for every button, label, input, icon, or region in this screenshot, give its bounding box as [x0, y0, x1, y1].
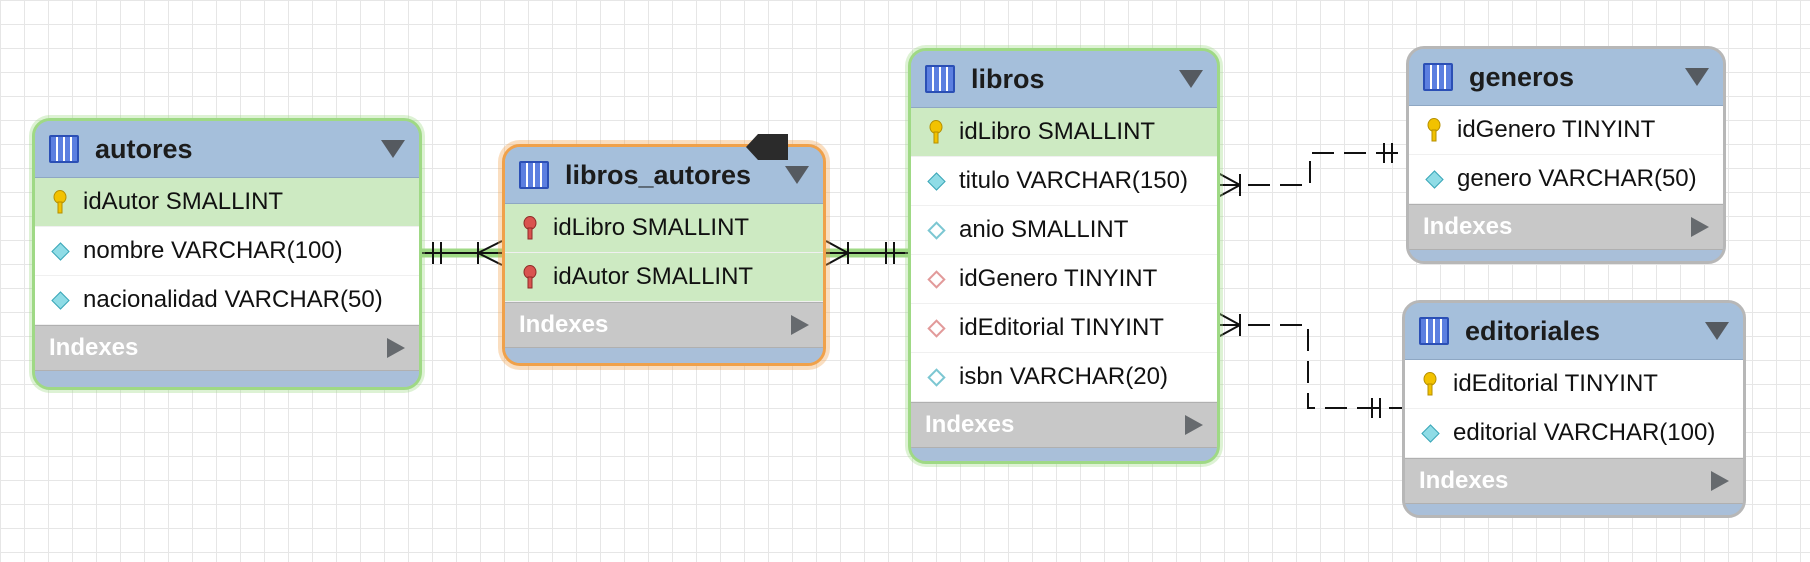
- not-null-diamond-icon: [49, 240, 71, 262]
- rel-editoriales-libros[interactable]: [1216, 312, 1404, 418]
- collapse-arrow-icon[interactable]: [1179, 70, 1203, 88]
- column-row[interactable]: idEditorial TINYINT: [911, 304, 1217, 353]
- column-row[interactable]: editorial VARCHAR(100): [1405, 409, 1743, 458]
- column-label: isbn VARCHAR(20): [959, 363, 1168, 390]
- column-row[interactable]: idGenero TINYINT: [1409, 106, 1723, 155]
- column-row[interactable]: anio SMALLINT: [911, 206, 1217, 255]
- primary-key-icon: [925, 120, 947, 144]
- rel-libros-libros-autores[interactable]: [823, 240, 910, 266]
- foreign-key-diamond-icon: [925, 317, 947, 339]
- table-editoriales[interactable]: editoriales idEditorial TINYINT editoria…: [1402, 300, 1746, 518]
- table-header[interactable]: libros: [911, 51, 1217, 108]
- column-label: anio SMALLINT: [959, 216, 1129, 243]
- column-label: genero VARCHAR(50): [1457, 165, 1697, 192]
- indexes-section[interactable]: Indexes: [1405, 458, 1743, 504]
- table-autores[interactable]: autores idAutor SMALLINT nombre VARCHAR(…: [32, 118, 422, 390]
- expand-arrow-icon[interactable]: [1185, 415, 1203, 435]
- table-libros-autores[interactable]: libros_autores idLibro SMALLINT idAutor …: [502, 144, 826, 366]
- not-null-diamond-icon: [925, 170, 947, 192]
- indexes-label: Indexes: [1423, 213, 1513, 240]
- indexes-section[interactable]: Indexes: [911, 402, 1217, 448]
- column-row[interactable]: idAutor SMALLINT: [35, 178, 419, 227]
- nullable-diamond-icon: [925, 219, 947, 241]
- expand-arrow-icon[interactable]: [791, 315, 809, 335]
- column-label: editorial VARCHAR(100): [1453, 419, 1716, 446]
- table-header[interactable]: autores: [35, 121, 419, 178]
- expand-arrow-icon[interactable]: [1711, 471, 1729, 491]
- column-row[interactable]: isbn VARCHAR(20): [911, 353, 1217, 402]
- column-label: idLibro SMALLINT: [959, 118, 1156, 145]
- expand-arrow-icon[interactable]: [1691, 217, 1709, 237]
- table-icon: [1419, 317, 1449, 345]
- table-title: libros_autores: [565, 159, 752, 190]
- collapse-arrow-icon[interactable]: [1685, 68, 1709, 86]
- table-footer: [35, 371, 419, 387]
- column-row[interactable]: idLibro SMALLINT: [911, 108, 1217, 157]
- table-footer: [505, 348, 823, 363]
- column-row[interactable]: nacionalidad VARCHAR(50): [35, 276, 419, 325]
- not-null-diamond-icon: [1419, 422, 1441, 444]
- table-footer: [1405, 504, 1743, 515]
- column-label: idAutor SMALLINT: [83, 188, 284, 215]
- table-icon: [49, 135, 79, 163]
- column-row[interactable]: titulo VARCHAR(150): [911, 157, 1217, 206]
- expand-arrow-icon[interactable]: [387, 338, 405, 358]
- column-label: titulo VARCHAR(150): [959, 167, 1188, 194]
- column-row[interactable]: genero VARCHAR(50): [1409, 155, 1723, 204]
- table-header[interactable]: generos: [1409, 49, 1723, 106]
- column-row[interactable]: idEditorial TINYINT: [1405, 360, 1743, 409]
- column-label: idEditorial TINYINT: [959, 314, 1164, 341]
- column-row[interactable]: idAutor SMALLINT: [505, 253, 823, 302]
- rel-generos-libros[interactable]: [1216, 143, 1408, 198]
- primary-key-icon: [49, 190, 71, 214]
- column-label: nombre VARCHAR(100): [83, 237, 343, 264]
- column-row[interactable]: nombre VARCHAR(100): [35, 227, 419, 276]
- table-libros[interactable]: libros idLibro SMALLINT titulo VARCHAR(1…: [908, 48, 1220, 464]
- column-label: idEditorial TINYINT: [1453, 370, 1658, 397]
- column-row[interactable]: idLibro SMALLINT: [505, 204, 823, 253]
- table-header[interactable]: editoriales: [1405, 303, 1743, 360]
- indexes-label: Indexes: [49, 334, 139, 361]
- table-title: libros: [971, 63, 1045, 94]
- collapse-arrow-icon[interactable]: [1705, 322, 1729, 340]
- indexes-section[interactable]: Indexes: [35, 325, 419, 371]
- indexes-section[interactable]: Indexes: [505, 302, 823, 348]
- rel-autores-libros-autores[interactable]: [420, 240, 503, 266]
- foreign-key-diamond-icon: [925, 268, 947, 290]
- table-title: autores: [95, 133, 193, 164]
- nullable-diamond-icon: [925, 366, 947, 388]
- primary-key-icon: [1423, 118, 1445, 142]
- not-null-diamond-icon: [1423, 168, 1445, 190]
- column-row[interactable]: idGenero TINYINT: [911, 255, 1217, 304]
- foreign-primary-key-icon: [519, 216, 541, 240]
- indexes-label: Indexes: [519, 311, 609, 338]
- table-footer: [1409, 250, 1723, 261]
- indexes-label: Indexes: [925, 411, 1015, 438]
- table-icon: [519, 161, 549, 189]
- table-title: editoriales: [1465, 315, 1601, 346]
- table-footer: [911, 448, 1217, 461]
- table-title: generos: [1469, 61, 1575, 92]
- table-generos[interactable]: generos idGenero TINYINT genero VARCHAR(…: [1406, 46, 1726, 264]
- column-label: idLibro SMALLINT: [553, 214, 750, 241]
- selection-tab-icon[interactable]: [744, 132, 790, 162]
- indexes-section[interactable]: Indexes: [1409, 204, 1723, 250]
- collapse-arrow-icon[interactable]: [785, 166, 809, 184]
- column-label: nacionalidad VARCHAR(50): [83, 286, 383, 313]
- column-label: idAutor SMALLINT: [553, 263, 754, 290]
- foreign-primary-key-icon: [519, 265, 541, 289]
- table-icon: [925, 65, 955, 93]
- collapse-arrow-icon[interactable]: [381, 140, 405, 158]
- column-label: idGenero TINYINT: [959, 265, 1158, 292]
- primary-key-icon: [1419, 372, 1441, 396]
- not-null-diamond-icon: [49, 289, 71, 311]
- indexes-label: Indexes: [1419, 467, 1509, 494]
- table-icon: [1423, 63, 1453, 91]
- column-label: idGenero TINYINT: [1457, 116, 1656, 143]
